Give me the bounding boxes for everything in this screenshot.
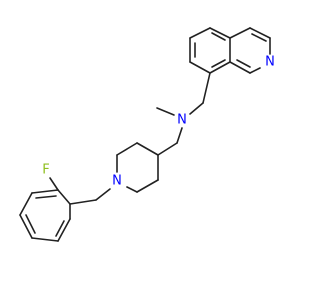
bond [55,220,65,237]
bond [31,189,59,194]
bond [211,32,226,41]
bond [95,188,111,201]
bond [157,142,178,156]
bond [211,59,226,68]
bond [249,67,261,74]
bond [136,142,159,156]
atom-n-piperidine: N [110,174,124,189]
bond [19,192,33,216]
bond [202,72,211,104]
bond [31,237,59,242]
bond [209,61,231,74]
bond [69,199,97,205]
atom-label-background [175,113,189,127]
molecule-structure: N N N F [19,27,277,242]
bond [189,27,211,39]
bond [57,218,71,242]
bond [25,214,36,234]
atom-label-layer: N N N F [39,55,277,189]
bond [229,61,251,74]
bond [57,189,71,205]
bond [251,33,267,42]
atom-f: F [39,163,53,178]
atom-label-background [39,163,53,177]
bond [116,142,138,156]
atom-label-background [263,55,277,69]
bond [229,27,251,39]
bond [19,214,33,239]
atom-n-amine: N [175,113,189,128]
bond [236,59,251,68]
bond [189,61,211,74]
bond [35,195,57,199]
bond [249,27,271,39]
atom-label: N [112,174,122,189]
bond [156,107,175,116]
bond [176,127,183,144]
atom-label: N [177,113,187,128]
bond [189,102,204,115]
bond [209,27,231,39]
bond [126,186,138,193]
bond [136,179,159,193]
atom-n-quinoline: N [263,55,277,70]
atom-label-background [110,174,124,188]
atom-label: N [265,55,275,70]
bond [49,177,59,191]
atom-label: F [42,163,49,178]
bond-layer [19,27,271,242]
